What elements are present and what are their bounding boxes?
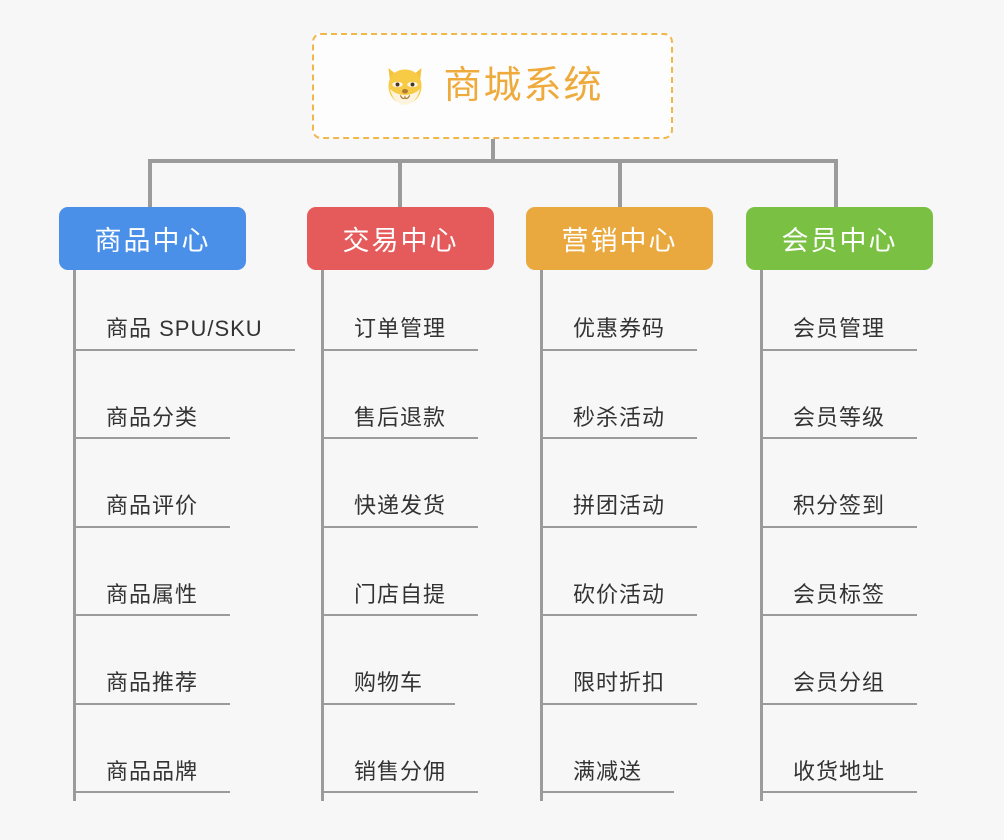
- list-item[interactable]: 商品分类: [76, 359, 246, 448]
- list-item[interactable]: 商品品牌: [76, 713, 246, 802]
- leaf-label: 商品分类: [76, 405, 231, 439]
- list-item[interactable]: 积分签到: [763, 447, 933, 536]
- leaf-label: 购物车: [324, 670, 456, 705]
- column-member-center: 会员中心 会员管理 会员等级 积分签到 会员标签 会员分组 收货地址: [746, 207, 933, 801]
- list-item[interactable]: 砍价活动: [543, 536, 713, 625]
- leaf-label: 会员分组: [763, 670, 918, 705]
- leaf-label: 售后退款: [324, 405, 479, 439]
- connector-horizontal-bus: [148, 159, 838, 163]
- leaf-label: 砍价活动: [543, 582, 698, 616]
- list-item[interactable]: 商品评价: [76, 447, 246, 536]
- list-item[interactable]: 收货地址: [763, 713, 933, 802]
- leaf-label: 商品评价: [76, 493, 231, 528]
- leaf-label: 秒杀活动: [543, 405, 698, 439]
- list-item[interactable]: 优惠券码: [543, 270, 713, 359]
- category-title: 营销中心: [561, 226, 678, 256]
- leaf-label: 快递发货: [324, 493, 479, 528]
- column-marketing-center: 营销中心 优惠券码 秒杀活动 拼团活动 砍价活动 限时折扣 满减送: [526, 207, 713, 801]
- list-item[interactable]: 销售分佣: [324, 713, 494, 802]
- leaf-label: 商品属性: [76, 582, 231, 616]
- shiba-dog-emoji: [388, 68, 422, 105]
- list-item[interactable]: 会员标签: [763, 536, 933, 625]
- category-header-4[interactable]: 会员中心: [746, 207, 933, 270]
- leaf-list-1: 商品 SPU/SKU 商品分类 商品评价 商品属性 商品推荐 商品品牌: [73, 270, 295, 802]
- list-item[interactable]: 会员等级: [763, 359, 933, 448]
- list-item[interactable]: 快递发货: [324, 447, 494, 536]
- list-item[interactable]: 商品推荐: [76, 624, 246, 713]
- leaf-label: 满减送: [543, 759, 675, 793]
- list-item[interactable]: 会员分组: [763, 624, 933, 713]
- leaf-label: 商品品牌: [76, 759, 231, 793]
- list-item[interactable]: 购物车: [324, 624, 494, 713]
- connector-drop-3: [618, 159, 622, 208]
- leaf-label: 门店自提: [324, 582, 479, 616]
- category-title: 交易中心: [342, 226, 459, 256]
- leaf-label: 优惠券码: [543, 316, 698, 351]
- list-item[interactable]: 拼团活动: [543, 447, 713, 536]
- column-trade-center: 交易中心 订单管理 售后退款 快递发货 门店自提 购物车 销售分佣: [307, 207, 494, 801]
- category-header-1[interactable]: 商品中心: [59, 207, 246, 270]
- list-item[interactable]: 会员管理: [763, 270, 933, 359]
- list-item[interactable]: 限时折扣: [543, 624, 713, 713]
- leaf-label: 商品 SPU/SKU: [76, 316, 295, 351]
- list-item[interactable]: 门店自提: [324, 536, 494, 625]
- leaf-label: 会员管理: [763, 316, 918, 351]
- list-item[interactable]: 商品 SPU/SKU: [76, 270, 295, 359]
- column-product-center: 商品中心 商品 SPU/SKU 商品分类 商品评价 商品属性 商品推荐 商品品牌: [59, 207, 295, 802]
- leaf-label: 订单管理: [324, 316, 479, 351]
- category-title: 商品中心: [94, 226, 211, 256]
- connector-drop-4: [834, 159, 838, 208]
- connector-drop-1: [148, 159, 152, 208]
- root-node[interactable]: 商城系统: [312, 33, 673, 139]
- category-header-3[interactable]: 营销中心: [526, 207, 713, 270]
- connector-root-stem: [491, 139, 495, 161]
- leaf-label: 限时折扣: [543, 670, 698, 705]
- list-item[interactable]: 秒杀活动: [543, 359, 713, 448]
- leaf-label: 商品推荐: [76, 670, 231, 705]
- leaf-label: 会员标签: [763, 582, 918, 616]
- leaf-label: 会员等级: [763, 405, 918, 439]
- category-title: 会员中心: [781, 226, 898, 256]
- root-title: 商城系统: [443, 65, 604, 107]
- leaf-label: 积分签到: [763, 493, 918, 528]
- leaf-list-4: 会员管理 会员等级 积分签到 会员标签 会员分组 收货地址: [760, 270, 933, 801]
- list-item[interactable]: 售后退款: [324, 359, 494, 448]
- leaf-label: 拼团活动: [543, 493, 698, 528]
- category-header-2[interactable]: 交易中心: [307, 207, 494, 270]
- leaf-list-2: 订单管理 售后退款 快递发货 门店自提 购物车 销售分佣: [321, 270, 494, 801]
- list-item[interactable]: 满减送: [543, 713, 713, 802]
- leaf-label: 销售分佣: [324, 759, 479, 793]
- list-item[interactable]: 订单管理: [324, 270, 494, 359]
- leaf-label: 收货地址: [763, 759, 918, 793]
- connector-drop-2: [398, 159, 402, 208]
- list-item[interactable]: 商品属性: [76, 536, 246, 625]
- leaf-list-3: 优惠券码 秒杀活动 拼团活动 砍价活动 限时折扣 满减送: [540, 270, 713, 801]
